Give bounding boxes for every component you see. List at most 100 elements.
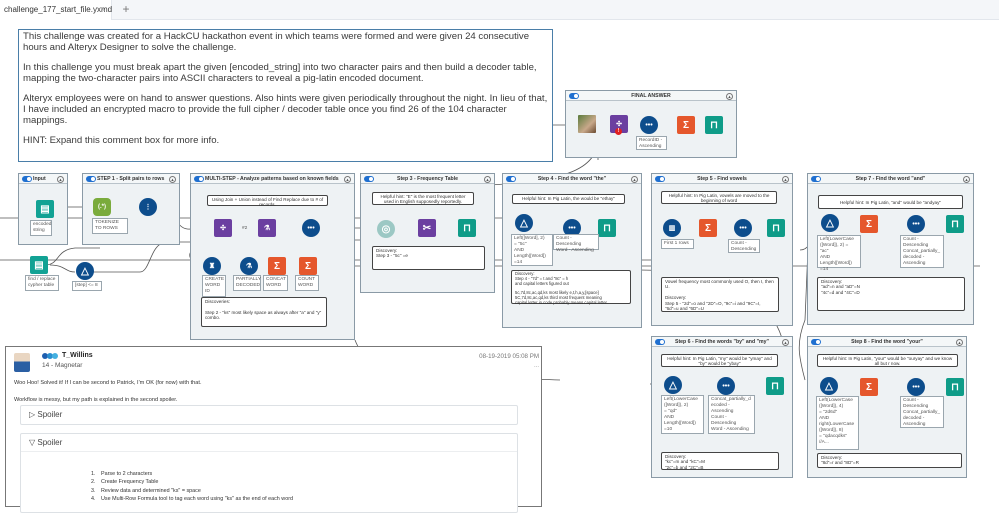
- join-label: #2: [242, 226, 248, 231]
- collapse-icon[interactable]: ▲: [963, 175, 970, 183]
- input-data-tool[interactable]: ▤: [30, 256, 48, 274]
- record-id-tool[interactable]: ♜: [203, 257, 221, 275]
- toggle-icon[interactable]: [194, 176, 204, 182]
- browse-tool[interactable]: ⊓: [458, 219, 476, 237]
- sort-tool[interactable]: •••: [563, 219, 581, 237]
- regex-tool[interactable]: (.*): [93, 198, 111, 216]
- container-title: MULTI-STEP - Analyze patterns based on k…: [205, 176, 339, 182]
- tool-annotation: Count - Descending Concat_partially_ dec…: [900, 235, 944, 268]
- sort-tool[interactable]: •••: [734, 219, 752, 237]
- toggle-icon[interactable]: [811, 176, 821, 182]
- summarize-tool[interactable]: Σ: [299, 257, 317, 275]
- frequency-table-tool[interactable]: ◎: [377, 220, 395, 238]
- container-header: STEP 1 - Split pairs to rows ▲: [83, 174, 179, 184]
- input-data-tool[interactable]: ▤: [36, 200, 54, 218]
- summarize-tool[interactable]: Σ: [860, 215, 878, 233]
- select-tool[interactable]: ⋮: [139, 198, 157, 216]
- record-id-icon: ♜: [208, 263, 216, 270]
- encrypted-macro-tool[interactable]: [578, 115, 596, 133]
- sort-tool[interactable]: •••: [640, 116, 658, 134]
- browse-tool[interactable]: ⊓: [598, 219, 616, 237]
- collapse-icon[interactable]: ▲: [631, 175, 638, 183]
- browse-tool[interactable]: ⊓: [766, 377, 784, 395]
- sort-tool[interactable]: •••: [717, 377, 735, 395]
- filter-tool[interactable]: △: [515, 214, 533, 232]
- browse-tool[interactable]: ⊓: [946, 378, 964, 396]
- discovery-note: Discovery: "ad"=n and "aD"=N "4c"=d and …: [817, 277, 965, 311]
- filter-icon: △: [520, 217, 528, 229]
- formula-tool[interactable]: ⚗: [258, 219, 276, 237]
- collapse-icon[interactable]: ▲: [726, 92, 733, 100]
- sort-icon: •••: [722, 382, 730, 390]
- toggle-icon[interactable]: [811, 339, 821, 345]
- toggle-icon[interactable]: [506, 176, 516, 182]
- sort-tool[interactable]: •••: [302, 219, 320, 237]
- container-title: Step 4 - Find the word "the": [537, 176, 607, 182]
- spoiler-toggle[interactable]: ▽ Spoiler: [21, 434, 517, 452]
- spoiler-collapsed[interactable]: ▷ Spoiler: [20, 405, 518, 425]
- find-replace-tool[interactable]: ✂: [418, 219, 436, 237]
- binoculars-icon: ⊓: [463, 222, 471, 234]
- spoiler-expanded[interactable]: ▽ Spoiler 1.Parse to 2 characters 2.Crea…: [20, 433, 518, 513]
- filter-tool[interactable]: △: [821, 214, 839, 232]
- collapse-icon[interactable]: ▲: [344, 175, 351, 183]
- close-icon[interactable]: ×: [100, 5, 105, 14]
- collapse-icon[interactable]: ▲: [782, 338, 789, 346]
- tab-workflow[interactable]: challenge_177_start_file.yxmd ×: [0, 0, 112, 20]
- discovery-note: Discovery: Step 3 - "5c" =e: [372, 246, 485, 270]
- join-multiple-tool[interactable]: ✣: [610, 115, 628, 133]
- tool-annotation: COUNT WORD: [295, 275, 319, 291]
- summarize-tool[interactable]: Σ: [699, 219, 717, 237]
- join-multiple-icon: ✣: [220, 225, 226, 232]
- toggle-icon[interactable]: [364, 176, 374, 182]
- join-multiple-tool[interactable]: ✣: [214, 219, 232, 237]
- browse-tool[interactable]: ⊓: [946, 215, 964, 233]
- summarize-tool[interactable]: Σ: [860, 378, 878, 396]
- tool-annotation: Concat_partially_d ecoded - Ascending Co…: [708, 395, 755, 434]
- tab-label: challenge_177_start_file.yxmd: [4, 5, 113, 14]
- filter-tool[interactable]: △: [76, 262, 94, 280]
- sort-icon: •••: [307, 224, 315, 232]
- collapse-icon[interactable]: ▲: [484, 175, 491, 183]
- more-options-button[interactable]: ...: [533, 363, 539, 369]
- sort-icon: •••: [912, 383, 920, 391]
- container-title: Step 7 - Find the word "and": [855, 176, 926, 182]
- username-link[interactable]: T_Willins: [62, 352, 93, 359]
- sample-tool[interactable]: ▥: [663, 219, 681, 237]
- filter-tool[interactable]: △: [664, 376, 682, 394]
- container-header: Step 7 - Find the word "and" ▲: [808, 174, 973, 184]
- book-icon: ▤: [40, 203, 50, 215]
- toggle-icon[interactable]: [86, 176, 96, 182]
- toggle-icon[interactable]: [22, 176, 32, 182]
- tool-annotation: CREATE WORD ID: [202, 275, 226, 297]
- filter-tool[interactable]: △: [820, 377, 838, 395]
- collapse-icon[interactable]: ▲: [169, 175, 176, 183]
- container-title: Step 5 - Find vowels: [697, 176, 747, 182]
- collapse-icon[interactable]: ▲: [956, 338, 963, 346]
- comment-paragraph: HINT: Expand this comment box for more i…: [23, 134, 220, 146]
- toggle-icon[interactable]: [569, 93, 579, 99]
- multi-row-tool[interactable]: ⚗: [240, 257, 258, 275]
- sort-tool[interactable]: •••: [907, 215, 925, 233]
- spoiler-toggle[interactable]: ▷ Spoiler: [29, 410, 63, 419]
- toggle-icon[interactable]: [655, 176, 665, 182]
- collapse-icon[interactable]: ▲: [57, 175, 64, 183]
- summarize-tool[interactable]: Σ: [677, 116, 695, 134]
- summarize-tool[interactable]: Σ: [268, 257, 286, 275]
- discoveries-note: Discoveries: Step 2 - "ks" most likely s…: [201, 297, 327, 327]
- sample-icon: ▥: [668, 225, 676, 232]
- collapse-icon[interactable]: ▲: [782, 175, 789, 183]
- browse-tool[interactable]: ⊓: [767, 219, 785, 237]
- toggle-icon[interactable]: [655, 339, 665, 345]
- sigma-icon: Σ: [682, 119, 689, 131]
- browse-tool[interactable]: ⊓: [705, 116, 723, 134]
- tool-annotation: CONCAT WORD: [263, 275, 288, 291]
- binoculars-icon: ⊓: [951, 381, 959, 393]
- challenge-description-comment[interactable]: This challenge was created for a HackCU …: [18, 29, 553, 162]
- tool-annotation: Left([Word], 2) = "5c" AND Length([Word]…: [511, 234, 553, 266]
- avatar[interactable]: [14, 353, 30, 372]
- new-tab-button[interactable]: +: [122, 2, 130, 16]
- sort-tool[interactable]: •••: [907, 378, 925, 396]
- tool-annotation: encoded string: [30, 220, 52, 236]
- sigma-icon: Σ: [273, 260, 280, 272]
